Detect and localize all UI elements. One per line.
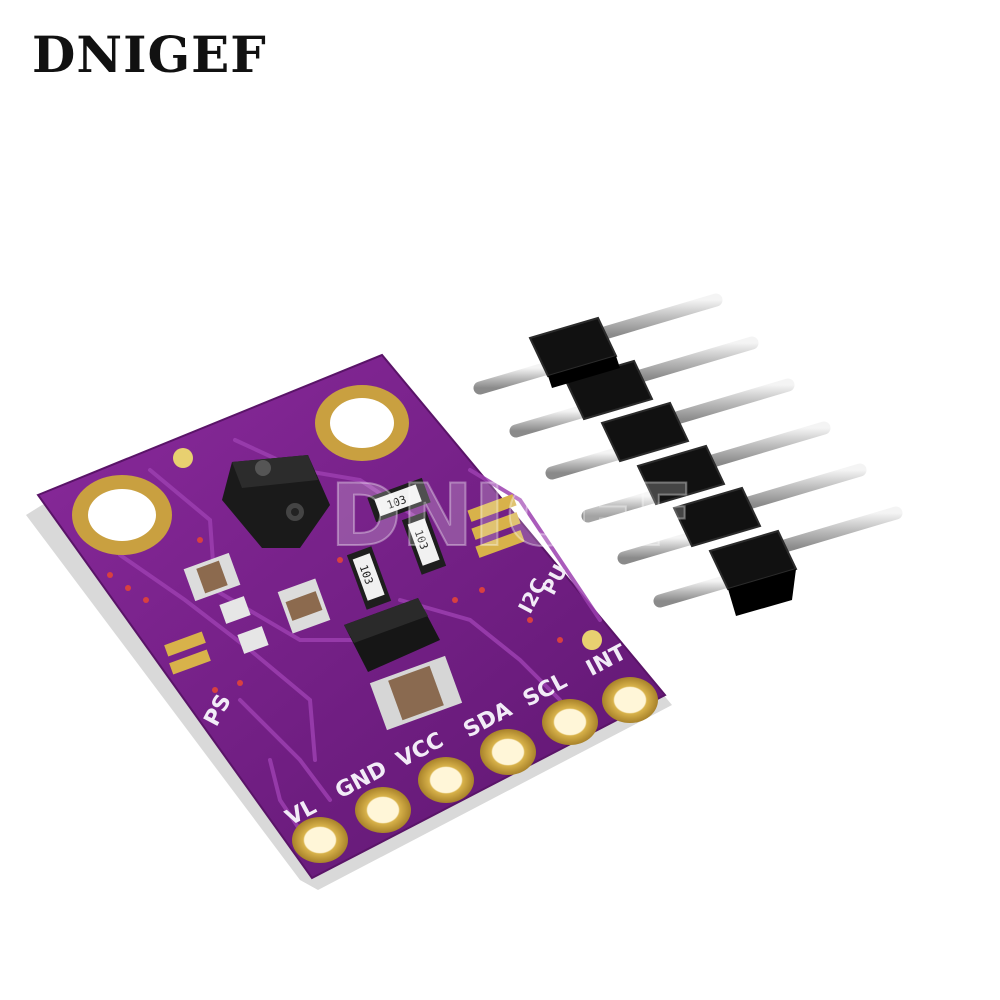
resistor-marking: 103	[412, 528, 431, 551]
resistor-r3: 103	[346, 546, 392, 610]
mounting-hole-right	[315, 385, 409, 461]
resistor-r1: 103	[367, 477, 431, 523]
sensor-board: 103 103 103	[26, 353, 672, 890]
capacitor-c3	[369, 655, 463, 731]
jumper-pads-ps	[164, 631, 211, 675]
header-pads	[292, 677, 658, 863]
brand-logo: DNIGEF	[32, 25, 267, 84]
resistor-marking: 103	[357, 563, 376, 586]
capacitor-c1	[183, 552, 241, 602]
gesture-sensor-chip	[222, 455, 330, 548]
jumper-pads-i2c	[467, 494, 525, 558]
mounting-hole-left	[72, 475, 172, 555]
capacitor-c2	[277, 578, 331, 634]
small-pads	[219, 596, 269, 654]
pin-header	[473, 293, 903, 616]
resistor-r2: 103	[401, 511, 447, 575]
watermark: DNIGEF	[330, 466, 693, 566]
resistor-marking: 103	[385, 493, 408, 512]
voltage-regulator	[344, 598, 440, 672]
